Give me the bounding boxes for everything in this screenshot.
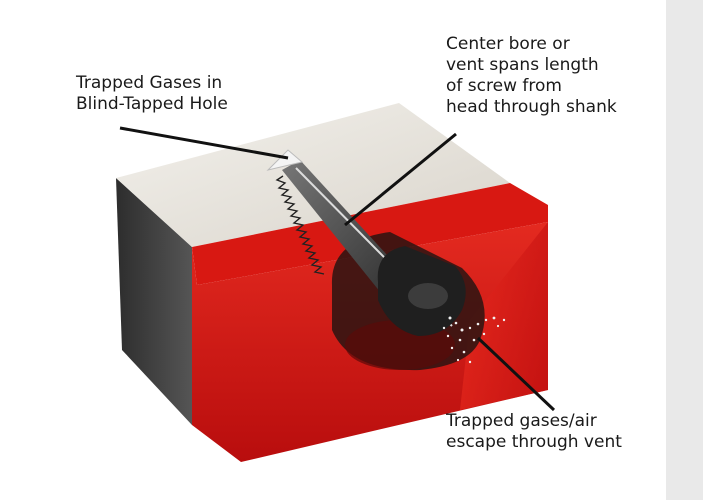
label-trapped-gases-line-2: Blind-Tapped Hole <box>76 94 228 114</box>
escaping-gas <box>442 316 506 364</box>
screw-shank <box>282 160 410 298</box>
label-escape: Trapped gases/air escape through vent <box>446 411 622 453</box>
scrollbar-track[interactable] <box>666 0 703 500</box>
label-trapped-gases: Trapped Gases in Blind-Tapped Hole <box>76 73 228 115</box>
label-escape-line-2: escape through vent <box>446 432 622 452</box>
screw-head-socket <box>408 283 448 309</box>
leader-escape <box>476 336 556 412</box>
label-center-bore-line-1: Center bore or <box>446 34 570 54</box>
label-center-bore: Center bore or vent spans length of scre… <box>446 34 617 118</box>
block-left-side <box>116 178 192 425</box>
leader-center-bore <box>344 132 457 227</box>
block-right-face <box>460 222 548 410</box>
label-escape-line-1: Trapped gases/air <box>446 411 597 431</box>
label-center-bore-line-2: vent spans length <box>446 55 599 75</box>
label-center-bore-line-3: of screw from <box>446 76 562 96</box>
leader-trapped-gases <box>119 126 289 160</box>
label-trapped-gases-line-1: Trapped Gases in <box>76 73 223 93</box>
screw-threads <box>275 175 325 275</box>
label-center-bore-line-4: head through shank <box>446 97 617 117</box>
screw-tip <box>266 149 304 171</box>
block-cut-top <box>192 183 548 285</box>
